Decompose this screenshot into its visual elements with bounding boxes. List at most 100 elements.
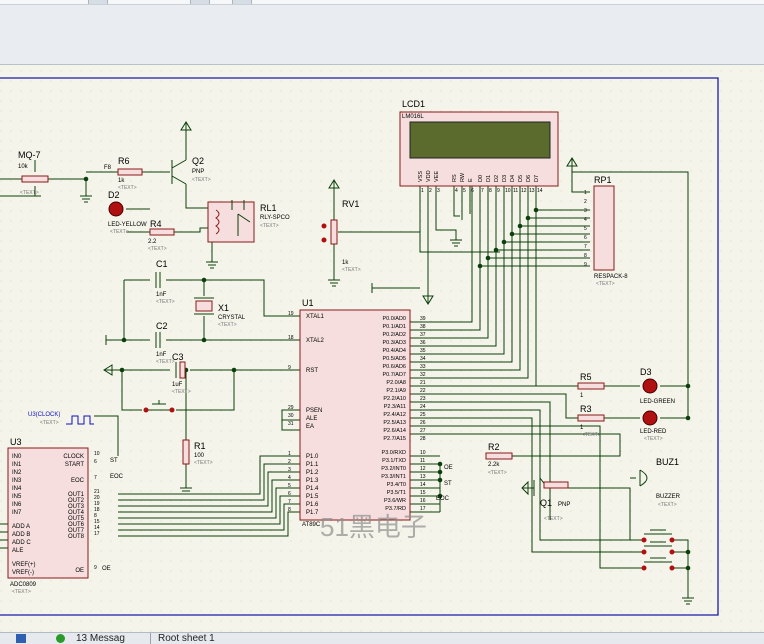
- lcd-pin-label: VEE: [434, 171, 440, 182]
- u1-left-pins: XTAL119XTAL218RST9PSEN29ALE30EA31P1.01P1…: [288, 311, 325, 516]
- u1-pin-number: 25: [420, 412, 426, 418]
- q1-ref: Q1: [540, 498, 552, 508]
- r2-resistor[interactable]: R2 2.2k <TEXT>: [485, 442, 513, 476]
- d1-led[interactable]: LED-RED <TEXT>: [640, 410, 667, 442]
- lcd-pin-label: VDD: [426, 170, 432, 182]
- mq7-ref: MQ-7: [18, 150, 41, 160]
- text-tag: <TEXT>: [156, 359, 175, 365]
- u1-pin-number: 4: [288, 475, 291, 481]
- r1-resistor[interactable]: R1 100 <TEXT>: [182, 439, 213, 466]
- u1-ref: U1: [302, 298, 314, 308]
- q2-ref: Q2: [192, 156, 204, 166]
- u1-pin-name: P2.3/A11: [384, 404, 406, 410]
- r2-ref: R2: [488, 442, 500, 452]
- r1-value: 100: [194, 453, 205, 459]
- u1-pin-number: 13: [420, 474, 426, 480]
- lcd-pin-label: VSS: [418, 171, 424, 182]
- q1-transistor[interactable]: Q1 PNP <TEXT>: [533, 477, 570, 522]
- u1-pin-number: 18: [288, 335, 294, 341]
- q2-transistor[interactable]: Q2 PNP <TEXT>: [171, 156, 211, 185]
- r1-ref: R1: [194, 441, 206, 451]
- watermark-text: 51黑电子: [320, 512, 427, 542]
- text-tag: <TEXT>: [192, 177, 211, 183]
- key-buttons[interactable]: [641, 529, 675, 571]
- c2-capacitor[interactable]: C2 1nF <TEXT>: [155, 321, 175, 365]
- r4-ref: R4: [150, 219, 162, 229]
- lcd-pin-number: 3: [437, 188, 440, 194]
- u3-pin-name: OE: [75, 568, 84, 574]
- toolbar-button[interactable]: [88, 0, 108, 4]
- u3-pin-number: 10: [94, 451, 100, 457]
- u3-adc[interactable]: U3 ADC0809 <TEXT> IN0IN1IN2IN3IN4IN5IN6I…: [7, 437, 124, 595]
- u3-clock-generator[interactable]: U3(CLOCK) <TEXT>: [28, 412, 94, 426]
- c1-capacitor[interactable]: C1 1nF <TEXT>: [155, 259, 175, 305]
- text-tag: <TEXT>: [118, 185, 137, 191]
- u1-pin-number: 28: [420, 436, 426, 442]
- r6-resistor[interactable]: R6 1k F8 <TEXT>: [104, 156, 143, 191]
- rl1-relay[interactable]: RL1 RLY-SPCO <TEXT>: [207, 200, 290, 243]
- u1-pin-number: 14: [420, 482, 426, 488]
- rv1-potentiometer[interactable]: RV1 1k <TEXT>: [321, 199, 361, 273]
- lcd-pin-number: 4: [455, 188, 458, 194]
- toolbar-button[interactable]: [190, 0, 210, 4]
- net-label-oe: OE: [444, 465, 453, 471]
- x1-ref: X1: [218, 303, 229, 313]
- u1-pin-number: 12: [420, 466, 426, 472]
- mq7-sensor[interactable]: MQ-7 10k <TEXT>: [18, 150, 49, 196]
- toolbar-button[interactable]: [232, 0, 252, 4]
- u1-pin-number: 2: [288, 459, 291, 465]
- u3-pin-number: 6: [94, 459, 97, 465]
- r5-resistor[interactable]: R5 1: [577, 372, 605, 399]
- toolbar-area: [0, 0, 764, 65]
- lcd-pin-number: 11: [513, 188, 518, 194]
- text-tag: <TEXT>: [40, 420, 59, 426]
- u1-pin-name: XTAL1: [306, 314, 325, 320]
- r6-ref: R6: [118, 156, 130, 166]
- messages-count[interactable]: 13 Messag: [76, 633, 125, 644]
- text-tag: <TEXT>: [544, 516, 563, 522]
- net-label-oe: OE: [102, 566, 111, 572]
- lcd-pin-number: 1: [421, 188, 424, 194]
- r4-resistor[interactable]: R4 2.2 <TEXT>: [148, 219, 175, 252]
- r3-ref: R3: [580, 404, 592, 414]
- r3-resistor[interactable]: R3 1 <TEXT>: [577, 404, 605, 438]
- d2-led[interactable]: D2 LED-YELLOW <TEXT>: [108, 190, 147, 235]
- u1-pin-number: 39: [420, 316, 426, 322]
- rp1-pin-number: 9: [584, 262, 587, 268]
- buz1-ref: BUZ1: [656, 457, 679, 467]
- u1-pin-number: 16: [420, 498, 426, 504]
- c3-capacitor[interactable]: C3 1uF <TEXT>: [172, 352, 191, 395]
- u3-pin-name: ADD A: [12, 524, 30, 530]
- rp1-pin-number: 8: [584, 253, 587, 259]
- u1-pin-number: 29: [288, 405, 294, 411]
- u1-pin-name: P1.6: [306, 502, 319, 508]
- x1-crystal[interactable]: X1 CRYSTAL <TEXT>: [194, 297, 246, 328]
- power-symbols: [29, 121, 694, 605]
- rv1-ref: RV1: [342, 199, 359, 209]
- lcd-pin-label: D6: [526, 175, 532, 182]
- reset-pushbutton[interactable]: [143, 400, 175, 413]
- u1-pin-number: 37: [420, 332, 426, 338]
- u1-pin-name: P3.6/WR: [384, 498, 406, 504]
- schematic-canvas[interactable]: MQ-7 10k <TEXT> R6 1k F8 <TEXT> Q2 PNP <…: [0, 65, 764, 632]
- schematic-svg[interactable]: MQ-7 10k <TEXT> R6 1k F8 <TEXT> Q2 PNP <…: [0, 65, 764, 632]
- u3-pin-number: 8: [94, 513, 97, 519]
- lcd-pin-label: E: [468, 178, 474, 182]
- u1-pin-name: P0.5/AD5: [382, 356, 406, 362]
- d2-model: LED-YELLOW: [108, 222, 147, 228]
- u3-pin-name: OUT1: [68, 492, 85, 498]
- d3-led[interactable]: D3 LED-GREEN: [640, 367, 675, 405]
- u1-microcontroller[interactable]: U1 AT89C XTAL119XTAL218RST9PSEN29ALE30EA…: [288, 298, 453, 528]
- text-tag: <TEXT>: [582, 432, 601, 438]
- u3-pin-name: ALE: [12, 548, 23, 554]
- u3-pin-name: IN5: [12, 494, 22, 500]
- sheet-name: Root sheet 1: [158, 633, 215, 644]
- r5-ref: R5: [580, 372, 592, 382]
- messages-icon[interactable]: [56, 634, 65, 643]
- buz1-buzzer[interactable]: BUZ1 BUZZER <TEXT>: [630, 457, 681, 508]
- u1-pin-name: P3.5/T1: [387, 490, 406, 496]
